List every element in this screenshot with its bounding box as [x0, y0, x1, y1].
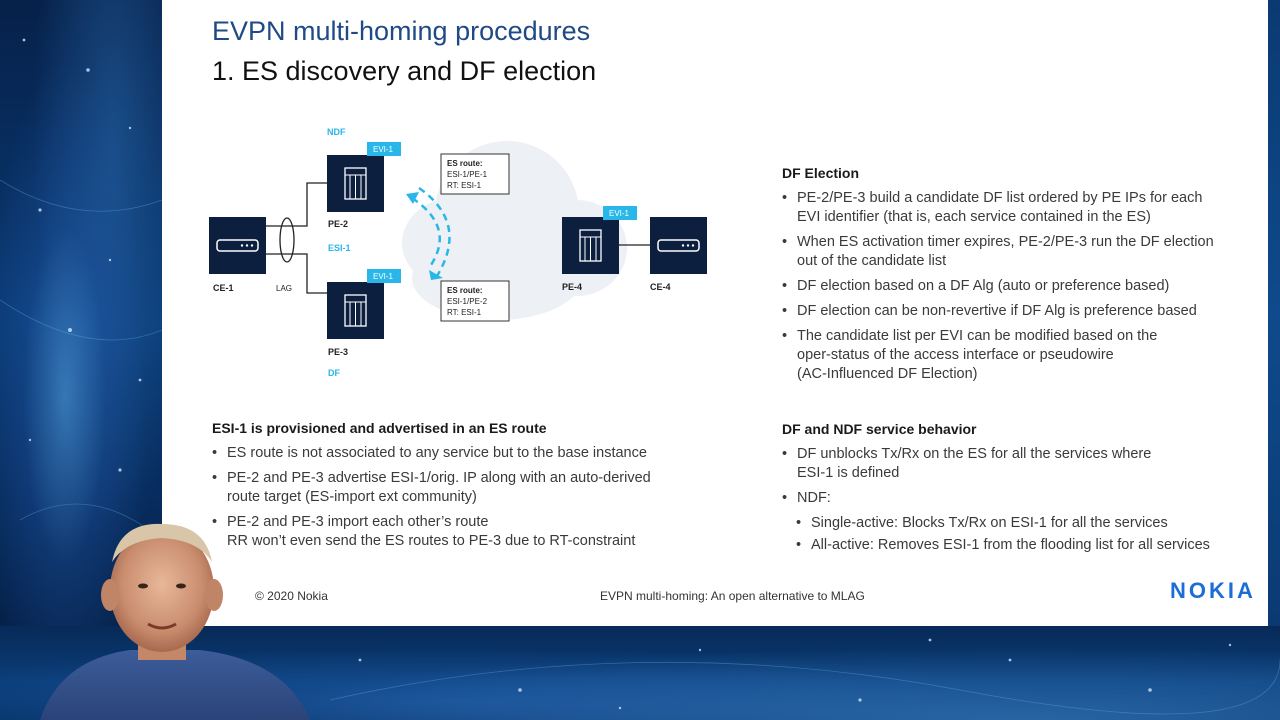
pe4-node [562, 217, 619, 274]
ce1-label: CE-1 [213, 283, 234, 293]
pe3-evi-tag [367, 269, 401, 283]
pe2-evi-tag [367, 142, 401, 156]
slide-subtitle: 1. ES discovery and DF election [212, 56, 597, 86]
pe3-evi-label: EVI-1 [373, 272, 394, 281]
pe2-evi-label: EVI-1 [373, 145, 394, 154]
presenter-video [40, 523, 310, 720]
df-election-list: PE-2/PE-3 build a candidate DF list orde… [782, 189, 1252, 384]
presenter-hair [112, 523, 212, 562]
link-ce1-pe3 [264, 253, 327, 294]
list-item: When ES activation timer expires, PE-2/P… [782, 233, 1252, 271]
slide-title: EVPN multi-homing procedures [212, 16, 591, 46]
presenter-mouth [147, 622, 177, 630]
list-item: DF unblocks Tx/Rx on the ES for all the … [782, 445, 1252, 483]
ce1-node [209, 217, 266, 274]
pe4-label: PE-4 [562, 282, 582, 292]
list-item: DF election based on a DF Alg (auto or p… [782, 277, 1252, 296]
list-subitem: Single-active: Blocks Tx/Rx on ESI-1 for… [796, 514, 1252, 533]
list-item: DF election can be non-revertive if DF A… [782, 302, 1252, 321]
link-ce1-pe2 [264, 182, 327, 227]
list-item: ES route is not associated to any servic… [212, 444, 712, 463]
route-bottom-line1: ESI-1/PE-2 [447, 297, 488, 306]
slide-canvas: EVPN multi-homing procedures 1. ES disco… [162, 0, 1268, 626]
esi-label: ESI-1 [328, 243, 351, 253]
list-subitem: All-active: Removes ESI-1 from the flood… [796, 536, 1252, 555]
pe4-evi-label: EVI-1 [609, 209, 630, 218]
arrow-head-down [429, 270, 443, 280]
presenter-shirt [40, 650, 310, 720]
list-item: PE-2 and PE-3 advertise ESI-1/orig. IP a… [212, 469, 712, 507]
pe2-node [327, 155, 384, 212]
nokia-logo: NOKIA [1170, 578, 1256, 603]
esi-route-heading: ESI-1 is provisioned and advertised in a… [212, 420, 547, 436]
es-route-box-top: ES route: ESI-1/PE-1 RT: ESI-1 [440, 153, 510, 195]
df-label: DF [328, 368, 340, 378]
arrow-head-up [406, 192, 419, 204]
df-election-section: DF Election PE-2/PE-3 build a candidate … [782, 164, 1252, 390]
df-ndf-list: DF unblocks Tx/Rx on the ES for all the … [782, 445, 1252, 555]
presenter-ear-left [101, 579, 119, 611]
pe3-node [327, 282, 384, 339]
pe4-evi-tag [603, 206, 637, 220]
ce4-label: CE-4 [650, 282, 671, 292]
lag-label: LAG [276, 284, 292, 293]
list-item: The candidate list per EVI can be modifi… [782, 327, 1252, 384]
route-bottom-line2: RT: ESI-1 [447, 308, 482, 317]
pe2-label: PE-2 [328, 219, 348, 229]
list-item: PE-2/PE-3 build a candidate DF list orde… [782, 189, 1252, 227]
ndf-label: NDF [327, 127, 346, 137]
df-ndf-heading: DF and NDF service behavior [782, 421, 977, 437]
presenter-eye-left [138, 583, 148, 589]
list-item: NDF: [782, 489, 1252, 508]
route-top-line1: ESI-1/PE-1 [447, 170, 488, 179]
route-top-title: ES route: [447, 159, 483, 168]
presenter-eye-right [176, 583, 186, 589]
list-item: PE-2 and PE-3 import each other’s route … [212, 513, 712, 551]
network-diagram: CE-1 LAG EVI-1 NDF PE-2 ESI-1 EVI-1 PE-3… [209, 127, 707, 378]
footer-copyright: © 2020 Nokia [255, 589, 328, 603]
route-top-line2: RT: ESI-1 [447, 181, 482, 190]
pe3-label: PE-3 [328, 347, 348, 357]
route-bottom-title: ES route: [447, 286, 483, 295]
lag-oval [279, 217, 295, 263]
df-election-heading: DF Election [782, 165, 860, 181]
route-exchange-arrows [411, 186, 451, 277]
background-right-band [1268, 0, 1280, 626]
presenter-ear-right [205, 579, 223, 611]
footer-title: EVPN multi-homing: An open alternative t… [600, 589, 865, 603]
df-ndf-behavior-section: DF and NDF service behavior DF unblocks … [782, 420, 1252, 558]
ce4-node [650, 217, 707, 274]
esi-route-section: ESI-1 is provisioned and advertised in a… [212, 419, 712, 557]
esi-route-list: ES route is not associated to any servic… [212, 444, 712, 551]
presenter-face [110, 528, 214, 652]
es-route-box-bottom: ES route: ESI-1/PE-2 RT: ESI-1 [440, 280, 510, 322]
